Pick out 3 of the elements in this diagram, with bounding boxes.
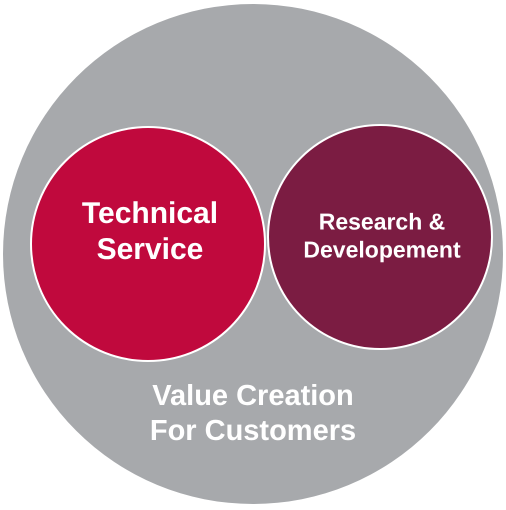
- circle-label: Technical Service: [80, 196, 220, 268]
- circle-label: Value Creation For Customers: [148, 379, 358, 449]
- circle-label: Research & Developement: [302, 208, 462, 264]
